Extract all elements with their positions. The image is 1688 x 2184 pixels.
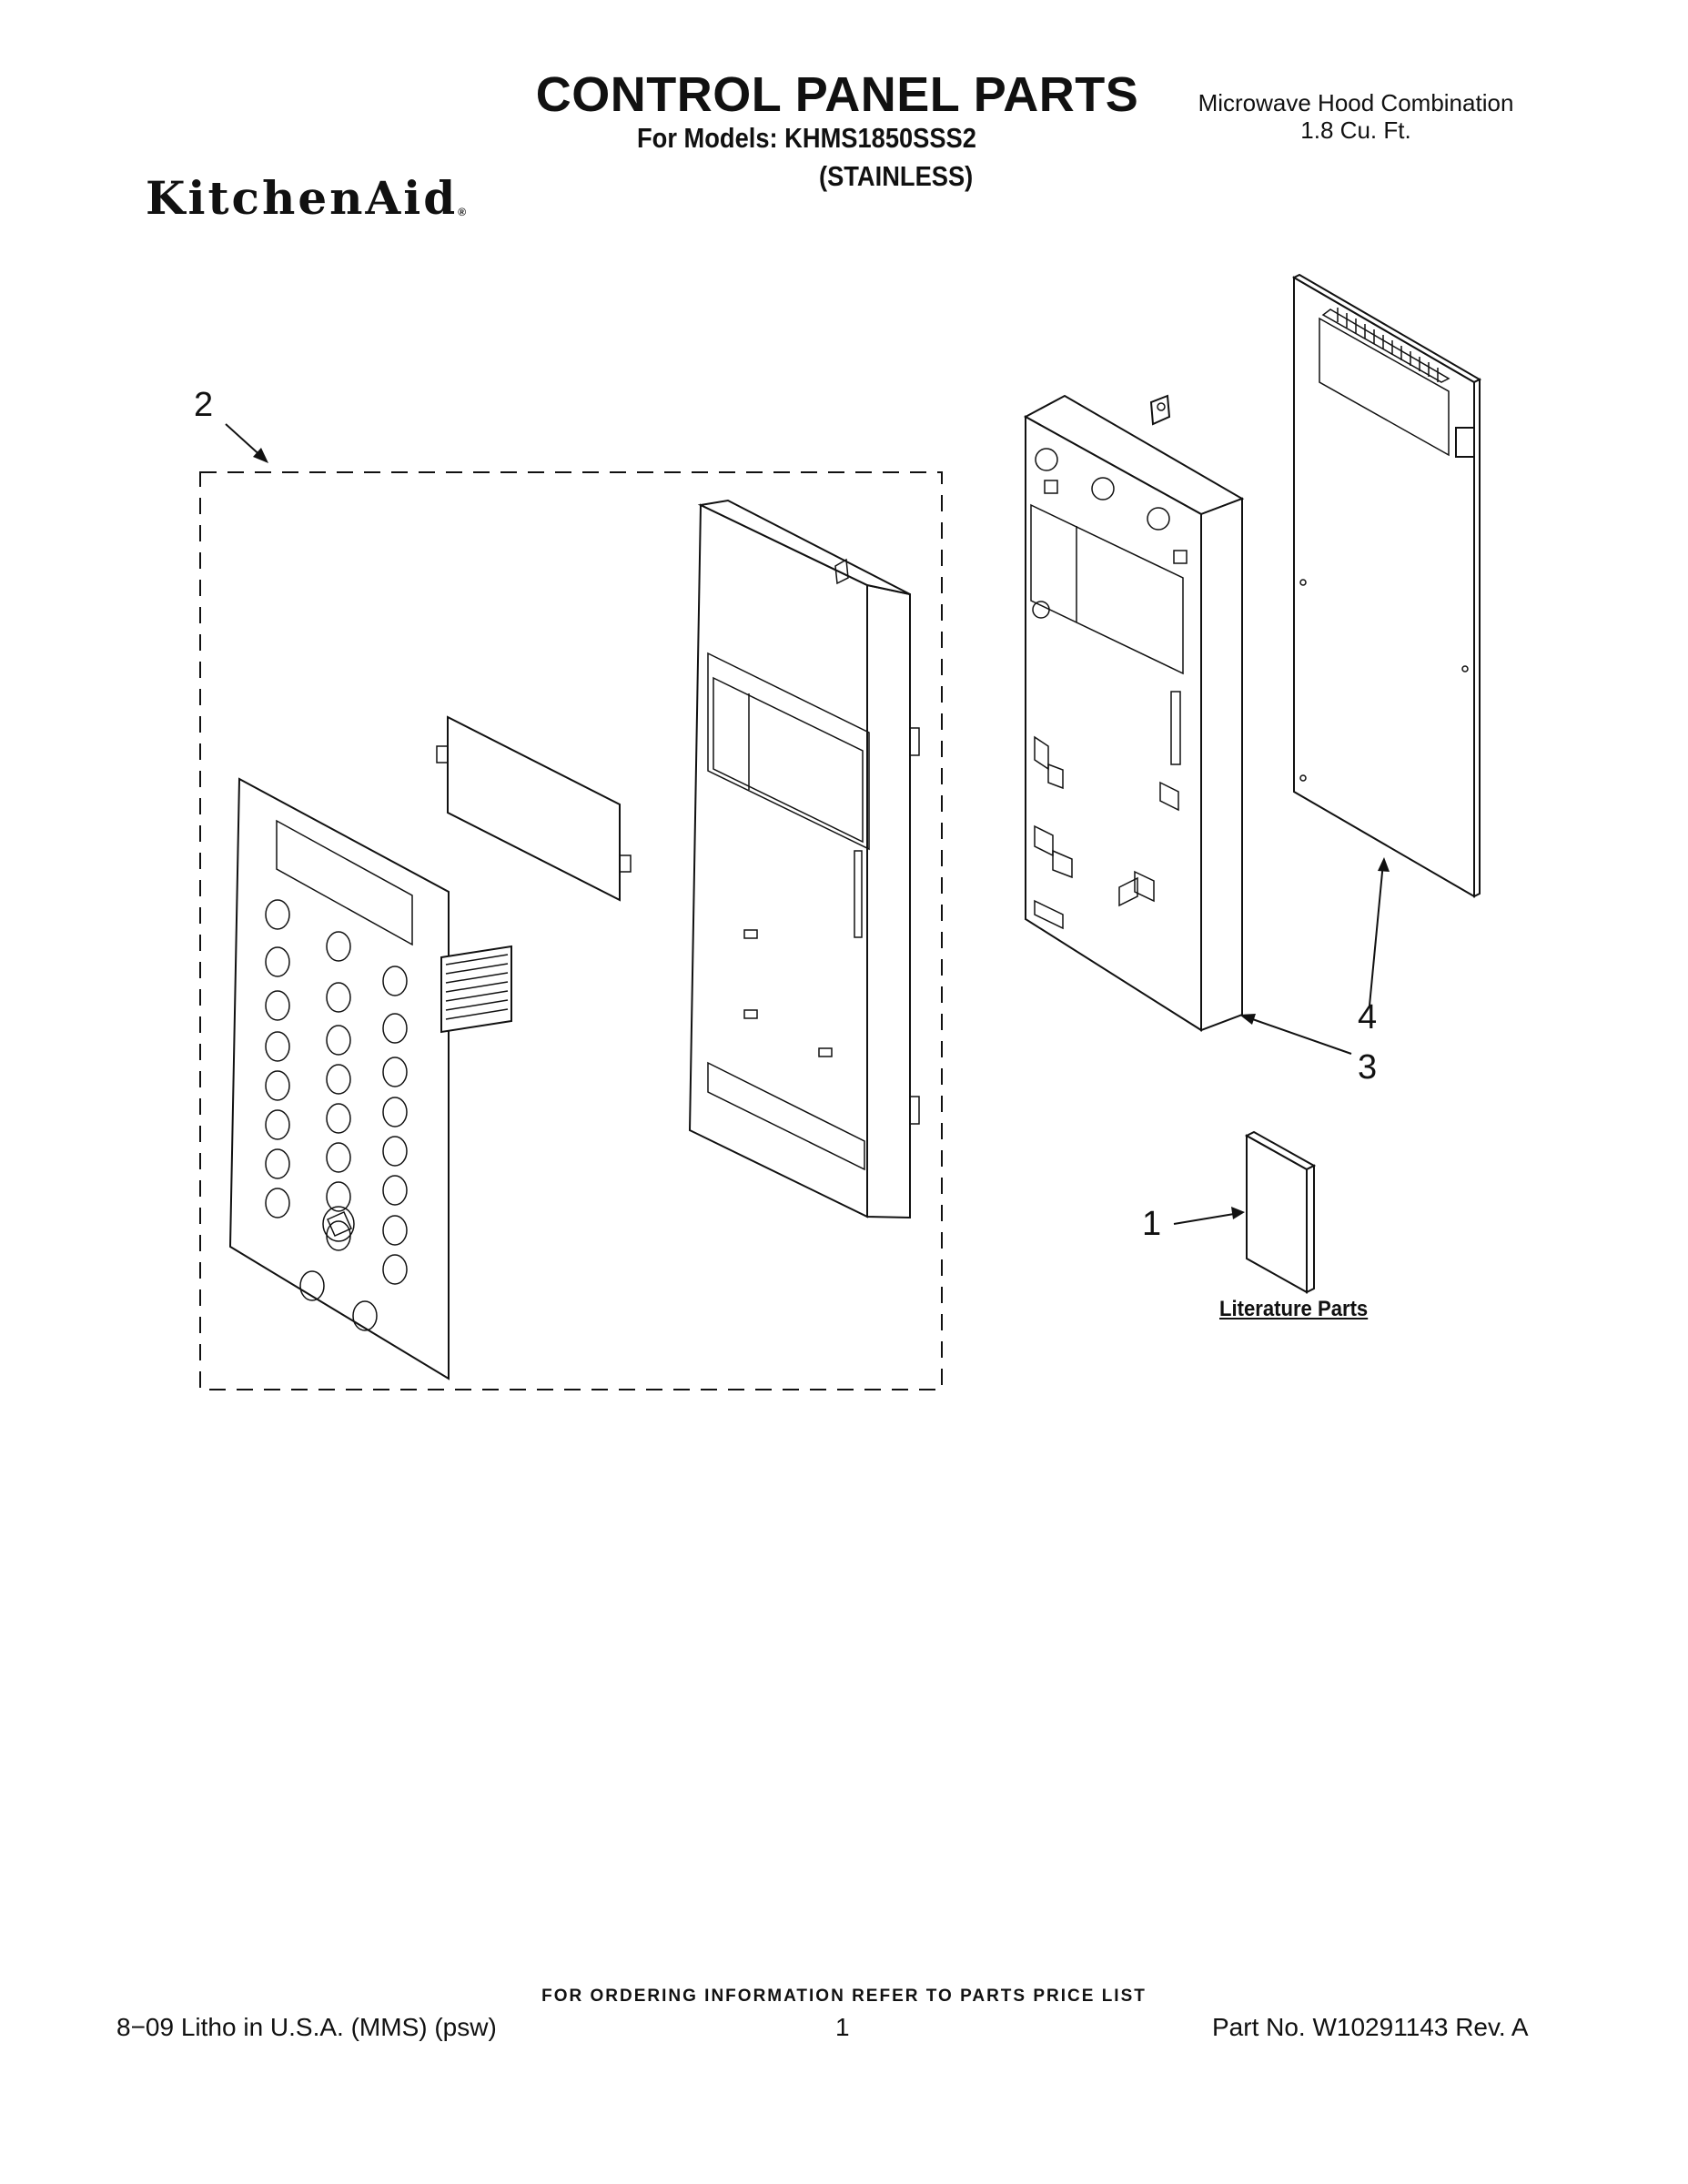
- callout-arrow-1: [1173, 1207, 1245, 1225]
- brand-name: KitchenAid: [146, 171, 459, 225]
- ribbon-cable: [440, 945, 512, 1034]
- control-board: [1291, 273, 1482, 898]
- page-number: 1: [835, 2013, 850, 2041]
- literature-parts-label: Literature Parts: [1219, 1297, 1369, 1321]
- callout-arrow-2: [225, 423, 268, 463]
- callout-arrow-3: [1239, 1014, 1352, 1055]
- brand-logo: KitchenAid®: [146, 171, 466, 225]
- control-panel-box: [1023, 394, 1245, 1032]
- keypad-buttons: [265, 899, 408, 1331]
- product-capacity: 1.8 Cu. Ft.: [1300, 116, 1411, 144]
- assembly-boundary: [199, 471, 943, 1390]
- litho-info: 8−09 Litho in U.S.A. (MMS) (psw): [116, 2013, 497, 2041]
- part-number: Part No. W10291143 Rev. A: [1212, 2013, 1529, 2041]
- registered-mark: ®: [458, 206, 467, 218]
- control-panel-housing: [688, 499, 920, 1219]
- product-type: Microwave Hood Combination: [1198, 89, 1514, 116]
- keypad-membrane: [228, 777, 512, 1380]
- board-connector-pins: [1337, 308, 1439, 382]
- start-button: [322, 1206, 355, 1242]
- callout-arrow-4: [1369, 857, 1390, 1006]
- literature-parts-booklet: [1244, 1130, 1317, 1294]
- callout-4: 4: [1358, 998, 1378, 1036]
- display-window: [436, 715, 632, 902]
- callout-3: 3: [1358, 1048, 1378, 1087]
- ordering-note: FOR ORDERING INFORMATION REFER TO PARTS …: [541, 1987, 1147, 2006]
- model-numbers: For Models: KHMS1850SSS2: [637, 122, 976, 154]
- product-description: Microwave Hood Combination 1.8 Cu. Ft.: [1192, 89, 1520, 144]
- callout-2: 2: [194, 386, 214, 424]
- callout-1: 1: [1142, 1205, 1162, 1243]
- page-title: CONTROL PANEL PARTS: [535, 67, 1139, 122]
- model-variant: (STAINLESS): [819, 160, 974, 192]
